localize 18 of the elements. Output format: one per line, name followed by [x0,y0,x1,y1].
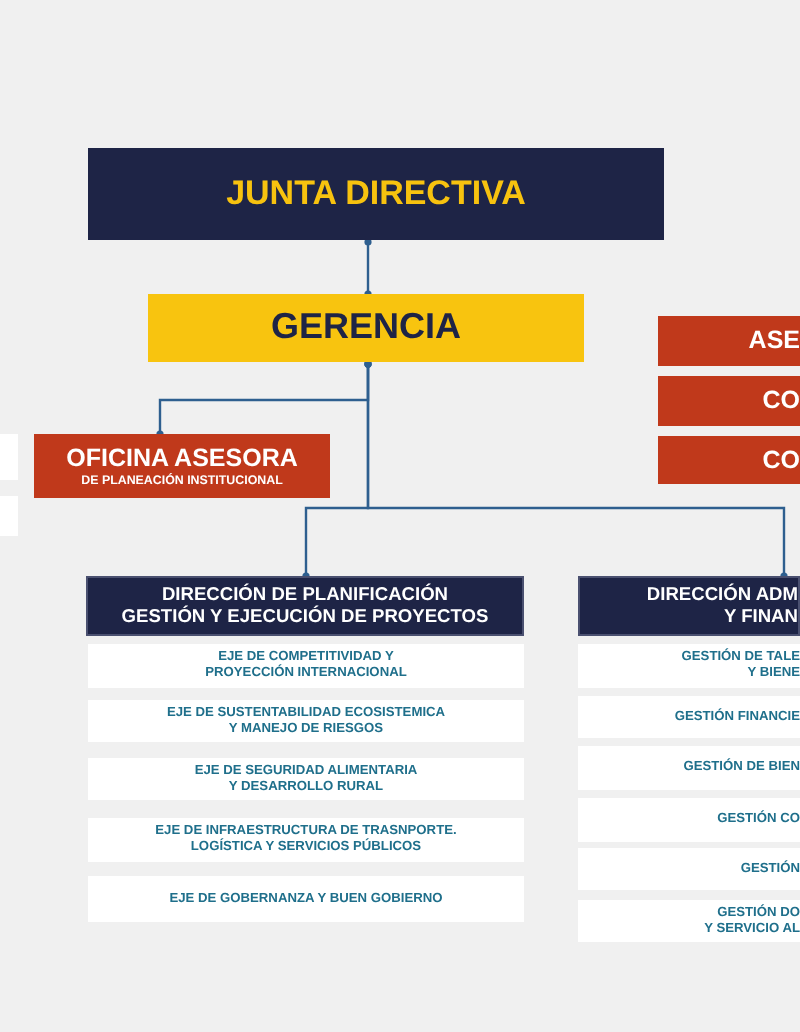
unit-title: JUNTA DIRECTIVA [226,173,526,215]
office-box [34,434,330,498]
unit-title: GERENCIA [270,306,461,350]
unit-title: OFICINA ASESORA [66,443,298,473]
unit-title: DIRECCIÓN DE PLANIFICACIÓN GESTIÓN Y EJECUCIÓN DE PROYECTOS [121,583,489,629]
management-box [148,294,584,362]
direction-box [86,576,524,636]
office-box [658,316,800,366]
connector-line [364,238,372,298]
unit-title: DIRECCIÓN ADM Y FINAN [646,583,798,629]
unit-title: CO [762,445,800,475]
office-box [658,436,800,484]
board-box [88,148,664,240]
unit-title: CO [762,386,800,416]
unit-title: ASE [748,326,800,356]
connector-line [364,360,788,580]
office-box [658,376,800,426]
direction-box [578,576,800,636]
